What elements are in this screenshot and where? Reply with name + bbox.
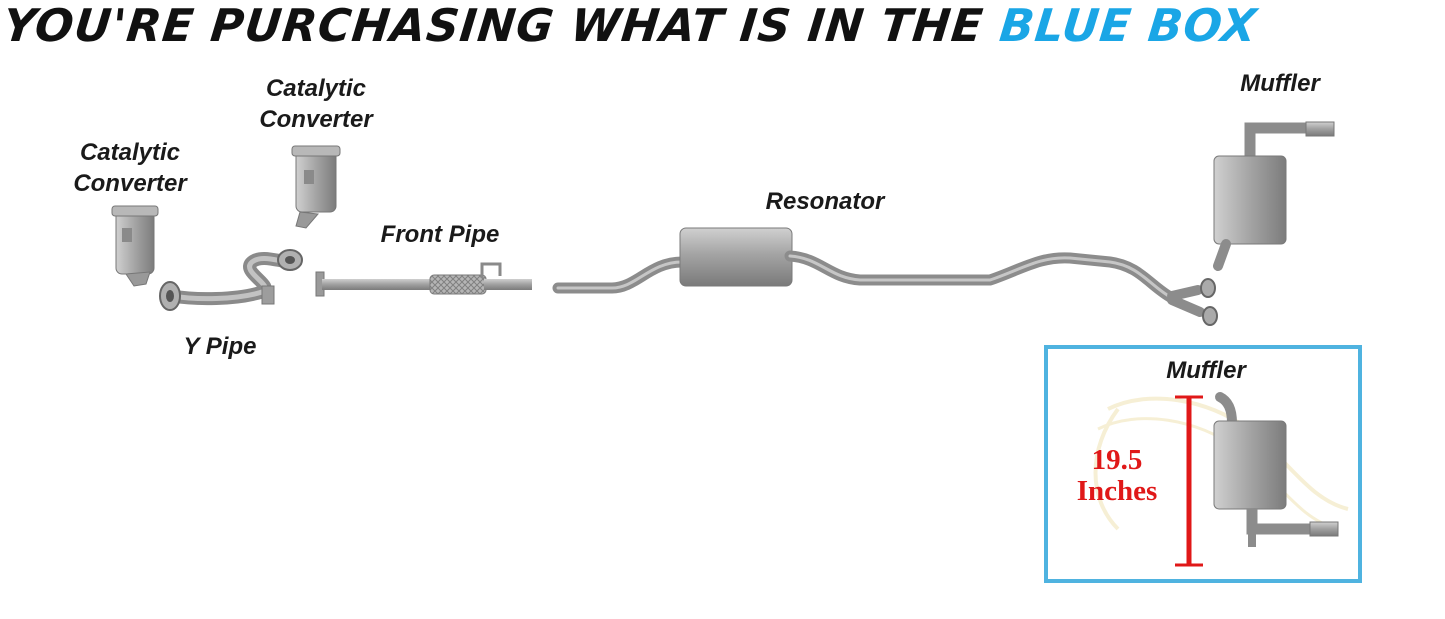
muffler-selected-drawing xyxy=(1093,392,1349,567)
y-pipe-part xyxy=(159,249,303,311)
muffler-top-part xyxy=(1213,121,1335,271)
label-y-pipe: Y Pipe xyxy=(183,333,257,360)
front-pipe-part xyxy=(315,262,532,297)
label-catalytic-converter-1: Catalytic Converter xyxy=(50,137,210,199)
label-front-pipe: Front Pipe xyxy=(380,221,500,248)
dimension-label: 19.5 Inches xyxy=(1062,445,1172,507)
dimension-value: 19.5 xyxy=(1091,444,1143,476)
label-muffler-top: Muffler xyxy=(1240,70,1320,97)
label-resonator: Resonator xyxy=(765,188,885,215)
label-catalytic-converter-2: Catalytic Converter xyxy=(236,73,396,135)
dimension-unit: Inches xyxy=(1076,475,1158,507)
selected-part-box: Muffler 19.5 Inches xyxy=(1044,345,1362,583)
label-muffler-box: Muffler xyxy=(1166,357,1246,384)
label-catalytic-line-1: Catalytic xyxy=(79,139,181,166)
resonator-part xyxy=(552,227,1218,326)
label-converter-line-1: Converter xyxy=(73,170,187,197)
catalytic-converter-part-2 xyxy=(291,145,341,229)
catalytic-converter-part-1 xyxy=(111,205,159,287)
label-catalytic-line-2: Catalytic xyxy=(265,75,367,102)
label-converter-line-2: Converter xyxy=(259,106,373,133)
